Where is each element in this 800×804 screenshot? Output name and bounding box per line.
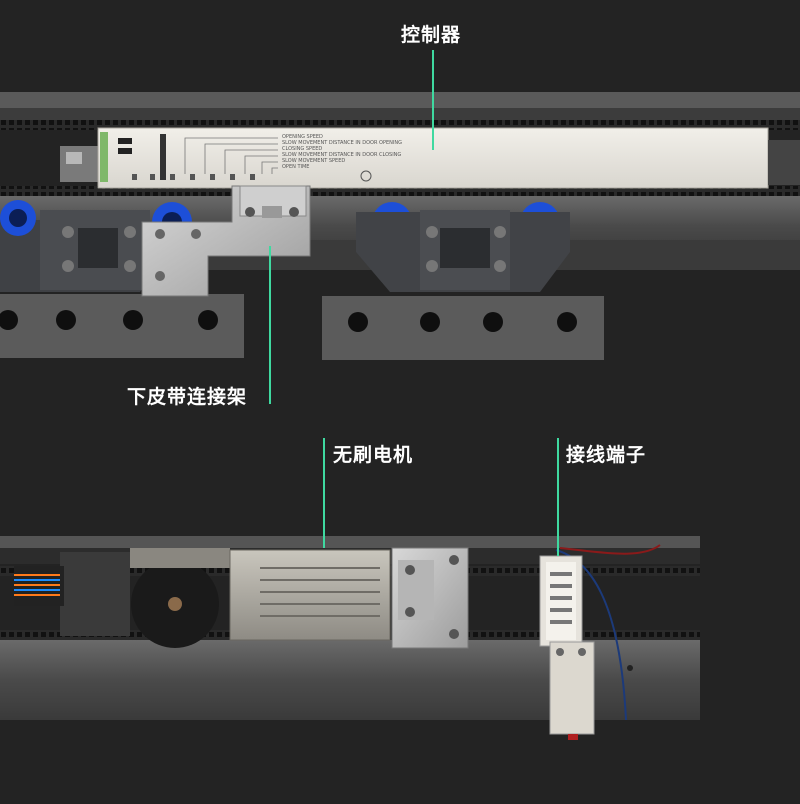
terminal-label: 接线端子	[566, 444, 647, 466]
controller-label: 控制器	[401, 24, 462, 46]
motor-leader-line	[323, 438, 325, 548]
left-carriage	[0, 200, 244, 358]
controller-line: OPEN TIME	[282, 164, 310, 170]
belt-bracket-label: 下皮带连接架	[127, 386, 248, 408]
motor-label: 无刷电机	[333, 444, 414, 466]
controller-line: SLOW MOVEMENT DISTANCE IN DOOR CLOSING	[282, 152, 402, 158]
motor-unit	[14, 547, 469, 649]
controller-line: CLOSING SPEED	[282, 146, 323, 152]
right-carriage	[322, 202, 604, 360]
controller-leader-line	[432, 50, 434, 150]
terminal-block	[539, 544, 661, 740]
controller-panel-text: OPENING SPEED SLOW MOVEMENT DISTANCE IN …	[282, 134, 402, 170]
terminal-leader-line	[557, 438, 559, 556]
controller-unit	[60, 127, 800, 189]
controller-line: SLOW MOVEMENT SPEED	[282, 158, 346, 164]
belt-bracket	[141, 185, 311, 297]
controller-line: SLOW MOVEMENT DISTANCE IN DOOR OPENING	[282, 140, 402, 146]
belt-bracket-leader-line	[269, 246, 271, 404]
controller-line: OPENING SPEED	[282, 134, 323, 140]
